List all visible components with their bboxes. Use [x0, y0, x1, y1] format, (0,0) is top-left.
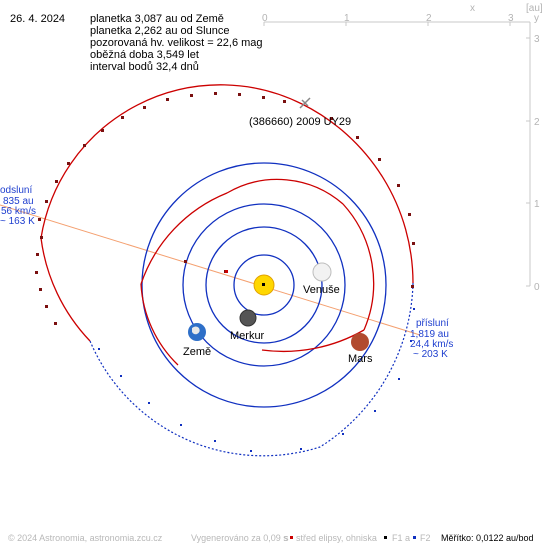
y-tick-label-3: 3	[534, 34, 540, 45]
mercury	[239, 309, 257, 327]
legend-s-marker	[290, 536, 293, 539]
asteroid-orbit-above	[40, 84, 375, 366]
date-label: 26. 4. 2024	[10, 13, 66, 25]
mercury-label: Merkur	[230, 330, 265, 342]
x-tick-label-1: 1	[344, 13, 350, 24]
info-line-interval: interval bodů 32,4 dnů	[90, 61, 199, 73]
axes	[263, 21, 531, 287]
y-tick-label-0: 0	[534, 282, 540, 293]
footer-legend-center: střed elipsy, ohniska	[296, 533, 377, 543]
asteroid-label: (386660) 2009 UY29	[249, 116, 351, 128]
footer-generated: Vygenerováno za 0,09 s	[191, 533, 288, 543]
y-tick-label-2: 2	[534, 117, 540, 128]
footer-copyright-link[interactable]: © 2024 Astronomia, astronomia.zcu.cz	[8, 533, 163, 543]
info-line-period: oběžná doba 3,549 let	[90, 49, 199, 61]
x-unit-label: x	[470, 3, 475, 14]
footer-legend-a: a	[405, 533, 411, 543]
mars-label: Mars	[348, 353, 373, 365]
perihelion-speed: 24,4 km/s	[410, 339, 453, 350]
y-tick-label-1: 1	[534, 199, 540, 210]
orbit-point-markers	[35, 92, 415, 325]
x-tick-label-2: 2	[426, 13, 432, 24]
earth-label: Země	[183, 346, 211, 358]
footer-legend-f1: F1	[392, 533, 403, 543]
x-tick-label-3: 3	[508, 13, 514, 24]
venus	[312, 262, 332, 282]
y-axis-letter: y	[534, 13, 539, 24]
aphelion-distance: 835 au	[3, 196, 34, 207]
legend-f1-marker	[384, 536, 387, 539]
perihelion-title: přísluní	[416, 318, 449, 329]
earth-orbit	[182, 203, 346, 367]
apsis-line	[0, 204, 421, 336]
y-unit-label: [au]	[526, 3, 543, 14]
asteroid-orbit-above-outer	[301, 103, 414, 284]
asteroid-orbit-below	[89, 282, 414, 457]
venus-orbit	[205, 226, 323, 344]
perihelion-distance: 1,819 au	[410, 329, 449, 340]
perihelion-temp: ~ 203 K	[413, 349, 448, 360]
aphelion-temp: ~ 163 K	[0, 216, 35, 227]
footer-scale: Měřítko: 0,0122 au/bod	[441, 533, 534, 543]
mars	[351, 333, 369, 351]
aphelion-speed: 56 km/s	[1, 206, 36, 217]
sun-focus-marker	[262, 283, 265, 286]
info-line-distance-sun: planetka 2,262 au od Slunce	[90, 25, 230, 37]
info-line-distance-earth: planetka 3,087 au od Země	[90, 13, 224, 25]
aphelion-title: odsluní	[0, 185, 32, 196]
info-line-magnitude: pozorovaná hv. velikost = 22,6 mag	[90, 37, 263, 49]
mars-orbit	[141, 162, 387, 408]
footer-legend-s: s	[284, 533, 289, 543]
footer-legend-f2: F2	[420, 533, 431, 543]
legend-f2-marker	[413, 536, 416, 539]
asteroid-marker	[299, 97, 311, 109]
info-block: planetka 3,087 au od Země planetka 2,262…	[90, 13, 263, 73]
earth-continents	[192, 326, 200, 335]
x-tick-label-0: 0	[262, 13, 268, 24]
mercury-orbit	[233, 254, 295, 316]
orbit-point-markers-below	[98, 308, 415, 452]
ellipse-center-marker	[225, 270, 228, 273]
venus-label: Venuše	[303, 284, 340, 296]
